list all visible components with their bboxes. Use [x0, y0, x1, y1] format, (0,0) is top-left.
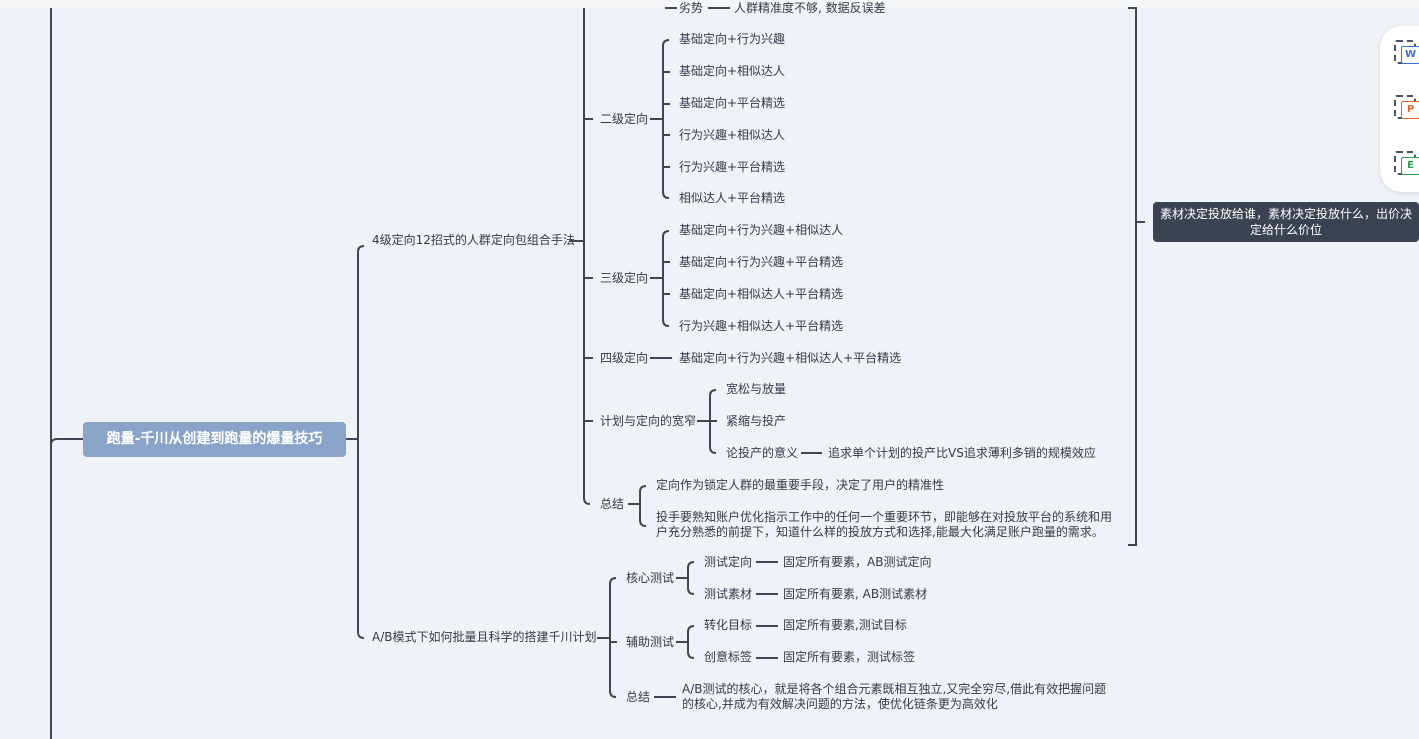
aux-detail-lines [756, 625, 778, 659]
level3-item[interactable]: 基础定向+相似达人+平台精选 [679, 287, 844, 301]
ppt-tag: P [1401, 101, 1419, 119]
core-test-detail[interactable]: 固定所有要素, AB测试素材 [783, 587, 928, 601]
aux-test-detail[interactable]: 固定所有要素，测试标签 [783, 650, 916, 664]
root-connector-line [50, 438, 83, 446]
plan-meaning-detail[interactable]: 追求单个计划的投产比VS追求薄利多销的规模效应 [828, 446, 1096, 460]
core-test-topic[interactable]: 核心测试 [626, 571, 675, 585]
level2-ticks [663, 71, 670, 168]
top-partial-detail[interactable]: 人群精准度不够, 数据反误差 [734, 1, 886, 15]
core-test-detail[interactable]: 固定所有要素，AB测试定向 [783, 555, 932, 569]
branch-bracket-line [357, 245, 365, 639]
level2-item[interactable]: 行为兴趣+平台精选 [679, 160, 786, 174]
plan-item[interactable]: 宽松与放量 [726, 382, 787, 396]
branch-a-bracket [583, 8, 591, 505]
aux-test-item[interactable]: 转化目标 [704, 618, 753, 632]
core-test-item[interactable]: 测试素材 [704, 587, 753, 601]
summary-a-line1[interactable]: 定向作为锁定人群的最重要手段，决定了用户的精准性 [656, 478, 945, 492]
level2-item[interactable]: 基础定向+相似达人 [679, 64, 786, 78]
core-bracket [687, 561, 695, 595]
export-toolbar: W P E [1380, 26, 1419, 192]
summary-a-line2[interactable]: 投手要熟知账户优化指示工作中的任何一个重要环节，即能够在对投放平台的系统和用户充… [656, 510, 1113, 539]
word-tag: W [1401, 46, 1419, 64]
level2-topic[interactable]: 二级定向 [600, 112, 649, 126]
level3-item[interactable]: 行为兴趣+相似达人+平台精选 [679, 319, 844, 333]
excel-export-icon[interactable]: E [1394, 151, 1419, 179]
aux-test-detail[interactable]: 固定所有要素,测试目标 [783, 618, 907, 632]
level2-item[interactable]: 基础定向+平台精选 [679, 96, 786, 110]
summary-a-bracket [639, 485, 647, 527]
level4-topic[interactable]: 四级定向 [600, 351, 649, 365]
summary-b-topic[interactable]: 总结 [626, 690, 651, 704]
level2-item[interactable]: 基础定向+行为兴趣 [679, 32, 786, 46]
level2-bracket [662, 39, 670, 199]
branch-a-topic[interactable]: 4级定向12招式的人群定向包组合手法 [372, 233, 575, 247]
callout-note[interactable]: 素材决定投放给谁，素材决定投放什么，出价决定给什么价位 [1153, 202, 1419, 242]
top-bar [0, 0, 1419, 8]
summary-b-text[interactable]: A/B测试的核心，就是将各个组合元素既相互独立,又完全穷尽,借此有效把握问题的核… [682, 682, 1107, 711]
level3-item[interactable]: 基础定向+行为兴趣+相似达人 [679, 223, 844, 237]
level3-item[interactable]: 基础定向+行为兴趣+平台精选 [679, 255, 844, 269]
top-partial-label[interactable]: 劣势 [679, 1, 704, 15]
branch-b-bracket [609, 577, 617, 698]
aux-bracket [687, 625, 695, 659]
callout-bracket [1128, 7, 1137, 546]
plan-topic[interactable]: 计划与定向的宽窄 [600, 414, 697, 428]
word-export-icon[interactable]: W [1394, 40, 1419, 68]
level4-item[interactable]: 基础定向+行为兴趣+相似达人+平台精选 [679, 351, 902, 365]
plan-item[interactable]: 论投产的意义 [726, 446, 799, 460]
ppt-export-icon[interactable]: P [1394, 95, 1419, 123]
core-test-item[interactable]: 测试定向 [704, 555, 753, 569]
level3-ticks [663, 261, 670, 295]
excel-tag: E [1401, 157, 1419, 175]
level2-item[interactable]: 行为兴趣+相似达人 [679, 128, 786, 142]
aux-test-topic[interactable]: 辅助测试 [626, 635, 675, 649]
branch-b-topic[interactable]: A/B模式下如何批量且科学的搭建千川计划 [372, 630, 597, 644]
aux-test-item[interactable]: 创意标签 [704, 650, 753, 664]
level3-bracket [662, 230, 670, 327]
plan-item[interactable]: 紧缩与投产 [726, 414, 787, 428]
level3-topic[interactable]: 三级定向 [600, 271, 649, 285]
root-topic[interactable]: 跑量-千川从创建到跑量的爆量技巧 [83, 422, 346, 457]
summary-a-topic[interactable]: 总结 [600, 497, 625, 511]
level2-item[interactable]: 相似达人+平台精选 [679, 191, 786, 205]
core-detail-lines [756, 561, 778, 595]
